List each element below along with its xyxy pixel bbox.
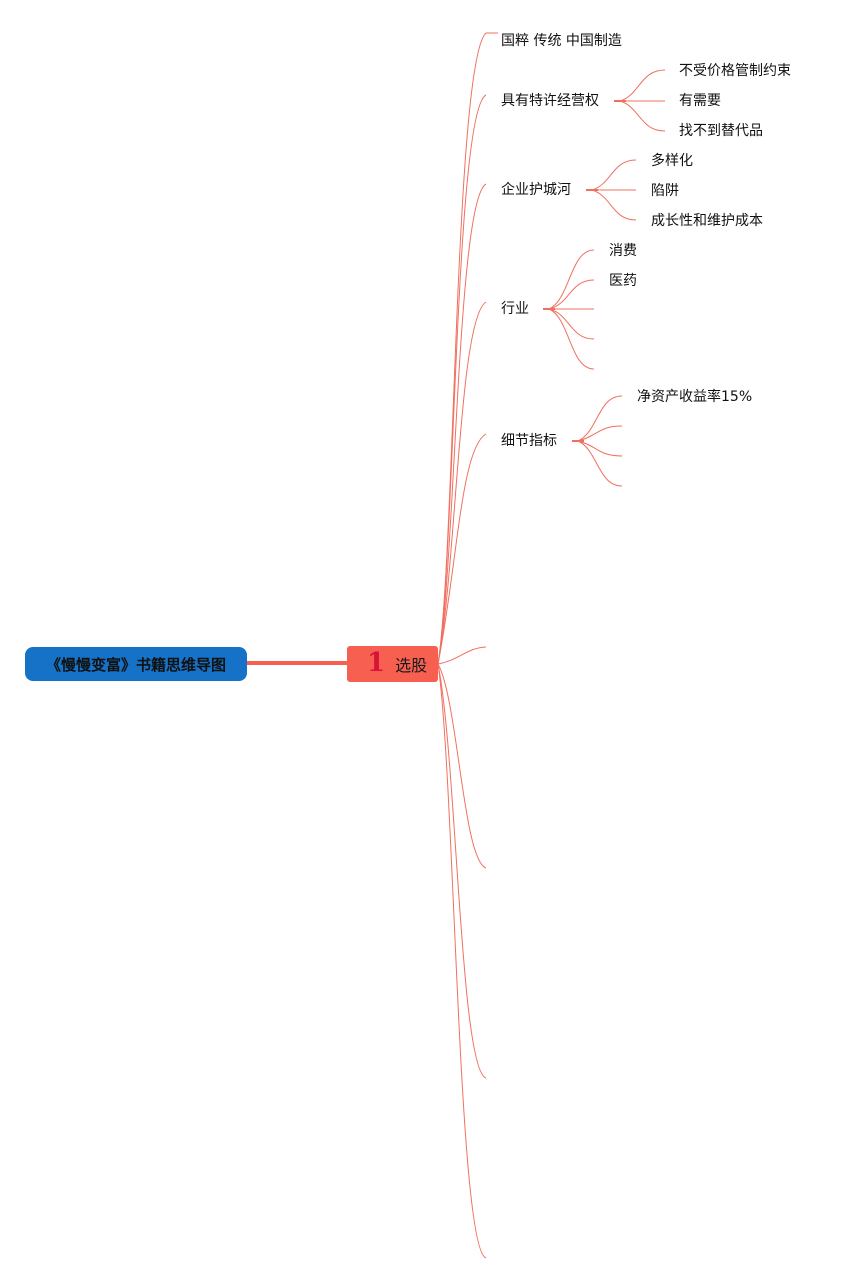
- child-label-pharma[interactable]: 医药: [609, 273, 637, 289]
- branch-connector-9: [437, 663, 487, 1259]
- branch-connector-3: [437, 183, 487, 665]
- child-connector-2-1: [619, 69, 666, 102]
- root-topic[interactable]: 《慢慢变富》书籍思维导图: [25, 647, 247, 681]
- child-connector-4-5: [548, 308, 595, 370]
- branch-connector-5: [437, 433, 487, 665]
- child-label-diversification[interactable]: 多样化: [651, 153, 693, 169]
- child-connector-5-3: [577, 440, 623, 457]
- child-label-growth-cost[interactable]: 成长性和维护成本: [651, 213, 763, 229]
- child-connector-4-4: [548, 308, 595, 340]
- branch-label-metrics[interactable]: 细节指标: [501, 433, 557, 449]
- branch-label-moat[interactable]: 企业护城河: [501, 182, 571, 198]
- branch-connector-1: [437, 32, 487, 665]
- branch-connector-2: [437, 94, 487, 665]
- child-label-no-substitute[interactable]: 找不到替代品: [679, 123, 763, 139]
- topic-number-badge: 1: [367, 648, 386, 678]
- root-title: 《慢慢变富》书籍思维导图: [45, 655, 226, 674]
- child-connector-5-1: [577, 395, 623, 442]
- main-topic-label: 选股: [395, 656, 428, 675]
- child-connector-5-2: [577, 425, 623, 442]
- child-label-no-price-control[interactable]: 不受价格管制约束: [679, 63, 791, 79]
- child-connector-5-4: [577, 440, 623, 487]
- child-connector-4-1: [548, 249, 595, 310]
- child-connector-3-1: [591, 159, 637, 191]
- branch-label-national[interactable]: 国粹 传统 中国制造: [501, 33, 622, 49]
- child-label-in-demand[interactable]: 有需要: [679, 93, 721, 109]
- child-label-trap[interactable]: 陷阱: [651, 183, 679, 199]
- child-connector-2-3: [619, 100, 666, 132]
- child-connector-4-2: [548, 279, 595, 310]
- child-label-consumer[interactable]: 消费: [609, 243, 637, 259]
- branch-connector-6: [437, 646, 487, 665]
- main-topic-stock-selection[interactable]: 1 选股: [347, 646, 438, 682]
- child-connector-3-3: [591, 189, 637, 221]
- branch-connector-7: [437, 663, 487, 869]
- branch-label-franchise[interactable]: 具有特许经营权: [501, 93, 599, 109]
- branch-label-industry[interactable]: 行业: [501, 301, 529, 317]
- branch-connector-4: [437, 301, 487, 665]
- child-label-roe[interactable]: 净资产收益率15%: [637, 389, 753, 405]
- branch-connector-8: [437, 663, 487, 1079]
